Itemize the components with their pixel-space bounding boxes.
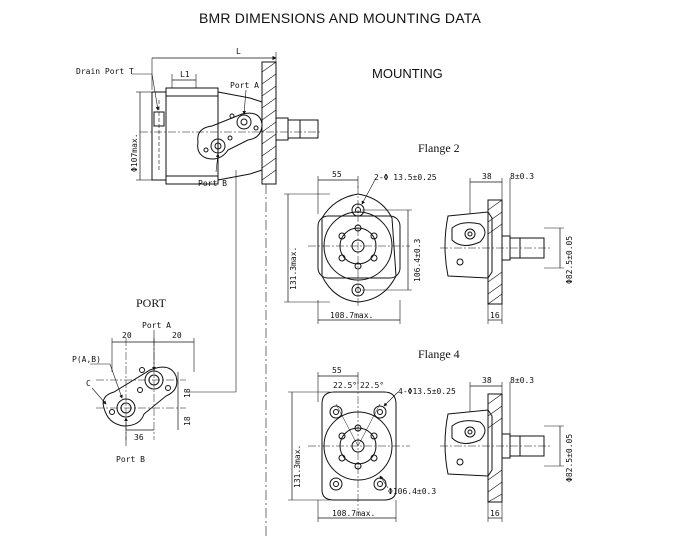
page-title: BMR DIMENSIONS AND MOUNTING DATA: [198, 10, 481, 26]
flange4-side-b: 8±0.3: [510, 376, 534, 385]
motor-diameter-label: Φ107max.: [130, 133, 139, 172]
motor-side-view: [132, 52, 322, 536]
l1-label: L1: [180, 70, 190, 79]
motor-port-a-label: Port A: [230, 81, 259, 90]
flange4-pilot: Φ82.5±0.05: [565, 434, 574, 482]
flange4-holes: 4-Φ13.5±0.25: [398, 387, 456, 396]
flange2-bolt-circle: 106.4±0.3: [413, 238, 422, 282]
port-dim-left: 20: [122, 331, 132, 340]
port-dim-right: 20: [172, 331, 182, 340]
flange4-bolt-circle: Φ106.4±0.3: [388, 487, 436, 496]
port-dim-v1: 18: [183, 388, 192, 398]
drain-port-label: Drain Port T: [76, 67, 134, 76]
flange4-heading: Flange 4: [418, 347, 460, 361]
port-c-label: C: [86, 379, 91, 388]
flange2-holes: 2-Φ 13.5±0.25: [374, 173, 437, 182]
flange2-height: 131.3max.: [289, 247, 298, 290]
port-dim-bottom: 36: [134, 433, 144, 442]
flange4-side-view: [440, 382, 564, 522]
port-heading: PORT: [136, 296, 166, 310]
flange2-heading: Flange 2: [418, 141, 460, 155]
motor-port-b-label: Port B: [198, 179, 227, 188]
flange2-side-a: 38: [482, 172, 492, 181]
flange4-side-a: 38: [482, 376, 492, 385]
flange2-front-view: [284, 176, 412, 324]
port-detail-port-b: Port B: [116, 455, 145, 464]
flange2-side-c: 16: [490, 311, 500, 320]
flange4-spacing-b: 22.5°: [360, 381, 384, 390]
length-label: L: [236, 47, 241, 56]
flange2-side-b: 8±0.3: [510, 172, 534, 181]
port-p-label: P(A,B): [72, 355, 101, 364]
flange2-pilot: Φ82.5±0.05: [565, 236, 574, 284]
flange4-side-c: 16: [490, 509, 500, 518]
flange4-height: 131.3max.: [293, 445, 302, 488]
mounting-heading: MOUNTING: [372, 66, 443, 81]
flange4-width-bottom: 108.7max.: [332, 509, 375, 518]
flange4-front-view: [288, 372, 410, 522]
flange4-width-top: 55: [332, 366, 342, 375]
port-dim-v2: 18: [183, 416, 192, 426]
flange2-side-view: [440, 178, 564, 324]
port-detail-port-a: Port A: [142, 321, 171, 330]
flange2-width-top: 55: [332, 170, 342, 179]
flange4-spacing-a: 22.5°: [333, 381, 357, 390]
flange2-width-bottom: 108.7max.: [330, 311, 373, 320]
port-detail: [90, 330, 195, 446]
